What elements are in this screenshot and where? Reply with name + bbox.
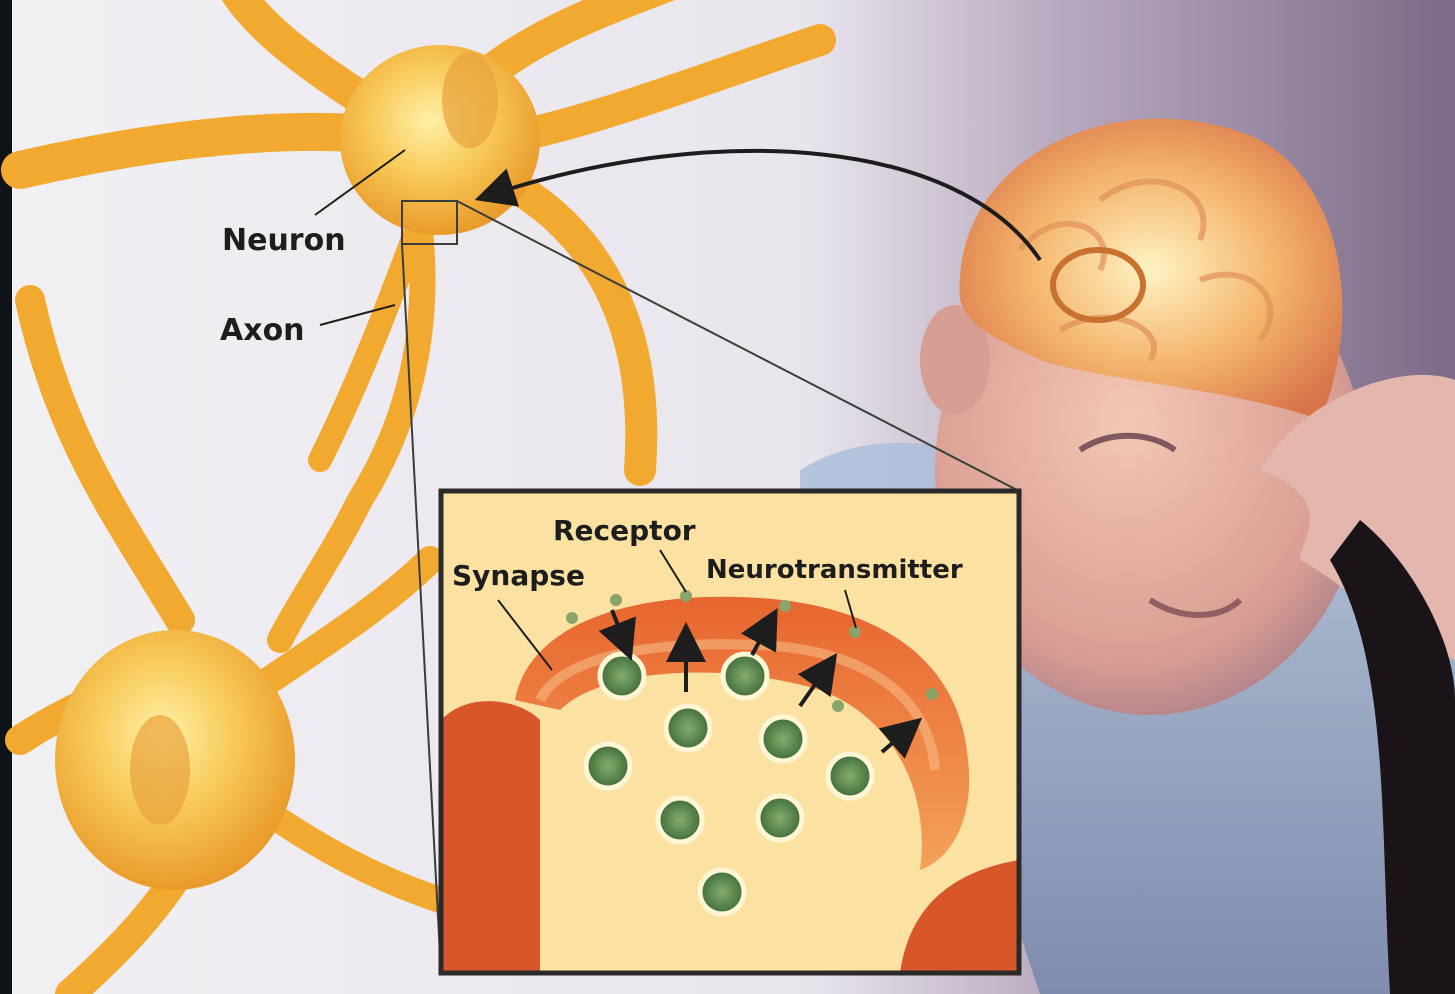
neuron-nucleus-top — [442, 52, 498, 148]
neuron-nucleus-bottom — [130, 715, 190, 825]
axon-label: Axon — [220, 313, 305, 348]
synapse-inset: Receptor Synapse Neurotransmitter — [441, 491, 1019, 973]
neurotransmitter-label: Neurotransmitter — [706, 555, 963, 585]
vesicle — [723, 654, 767, 698]
receptor-dot — [926, 688, 938, 700]
left-edge — [0, 0, 12, 994]
receptor-label: Receptor — [553, 514, 696, 547]
receptor-dot — [610, 594, 622, 606]
neuron-body-top — [340, 45, 540, 235]
synapse-label: Synapse — [452, 559, 585, 592]
vesicle — [761, 717, 805, 761]
vesicle — [700, 870, 744, 914]
vesicle — [758, 796, 802, 840]
vesicle — [828, 754, 872, 798]
synapse-cleft-left — [441, 701, 540, 973]
vesicle — [658, 798, 702, 842]
receptor-dot — [779, 600, 791, 612]
vesicle — [600, 654, 644, 698]
vesicle — [666, 706, 710, 750]
receptor-dot — [832, 700, 844, 712]
vesicle — [586, 744, 630, 788]
neuron-label: Neuron — [222, 223, 346, 258]
receptor-dot — [566, 612, 578, 624]
